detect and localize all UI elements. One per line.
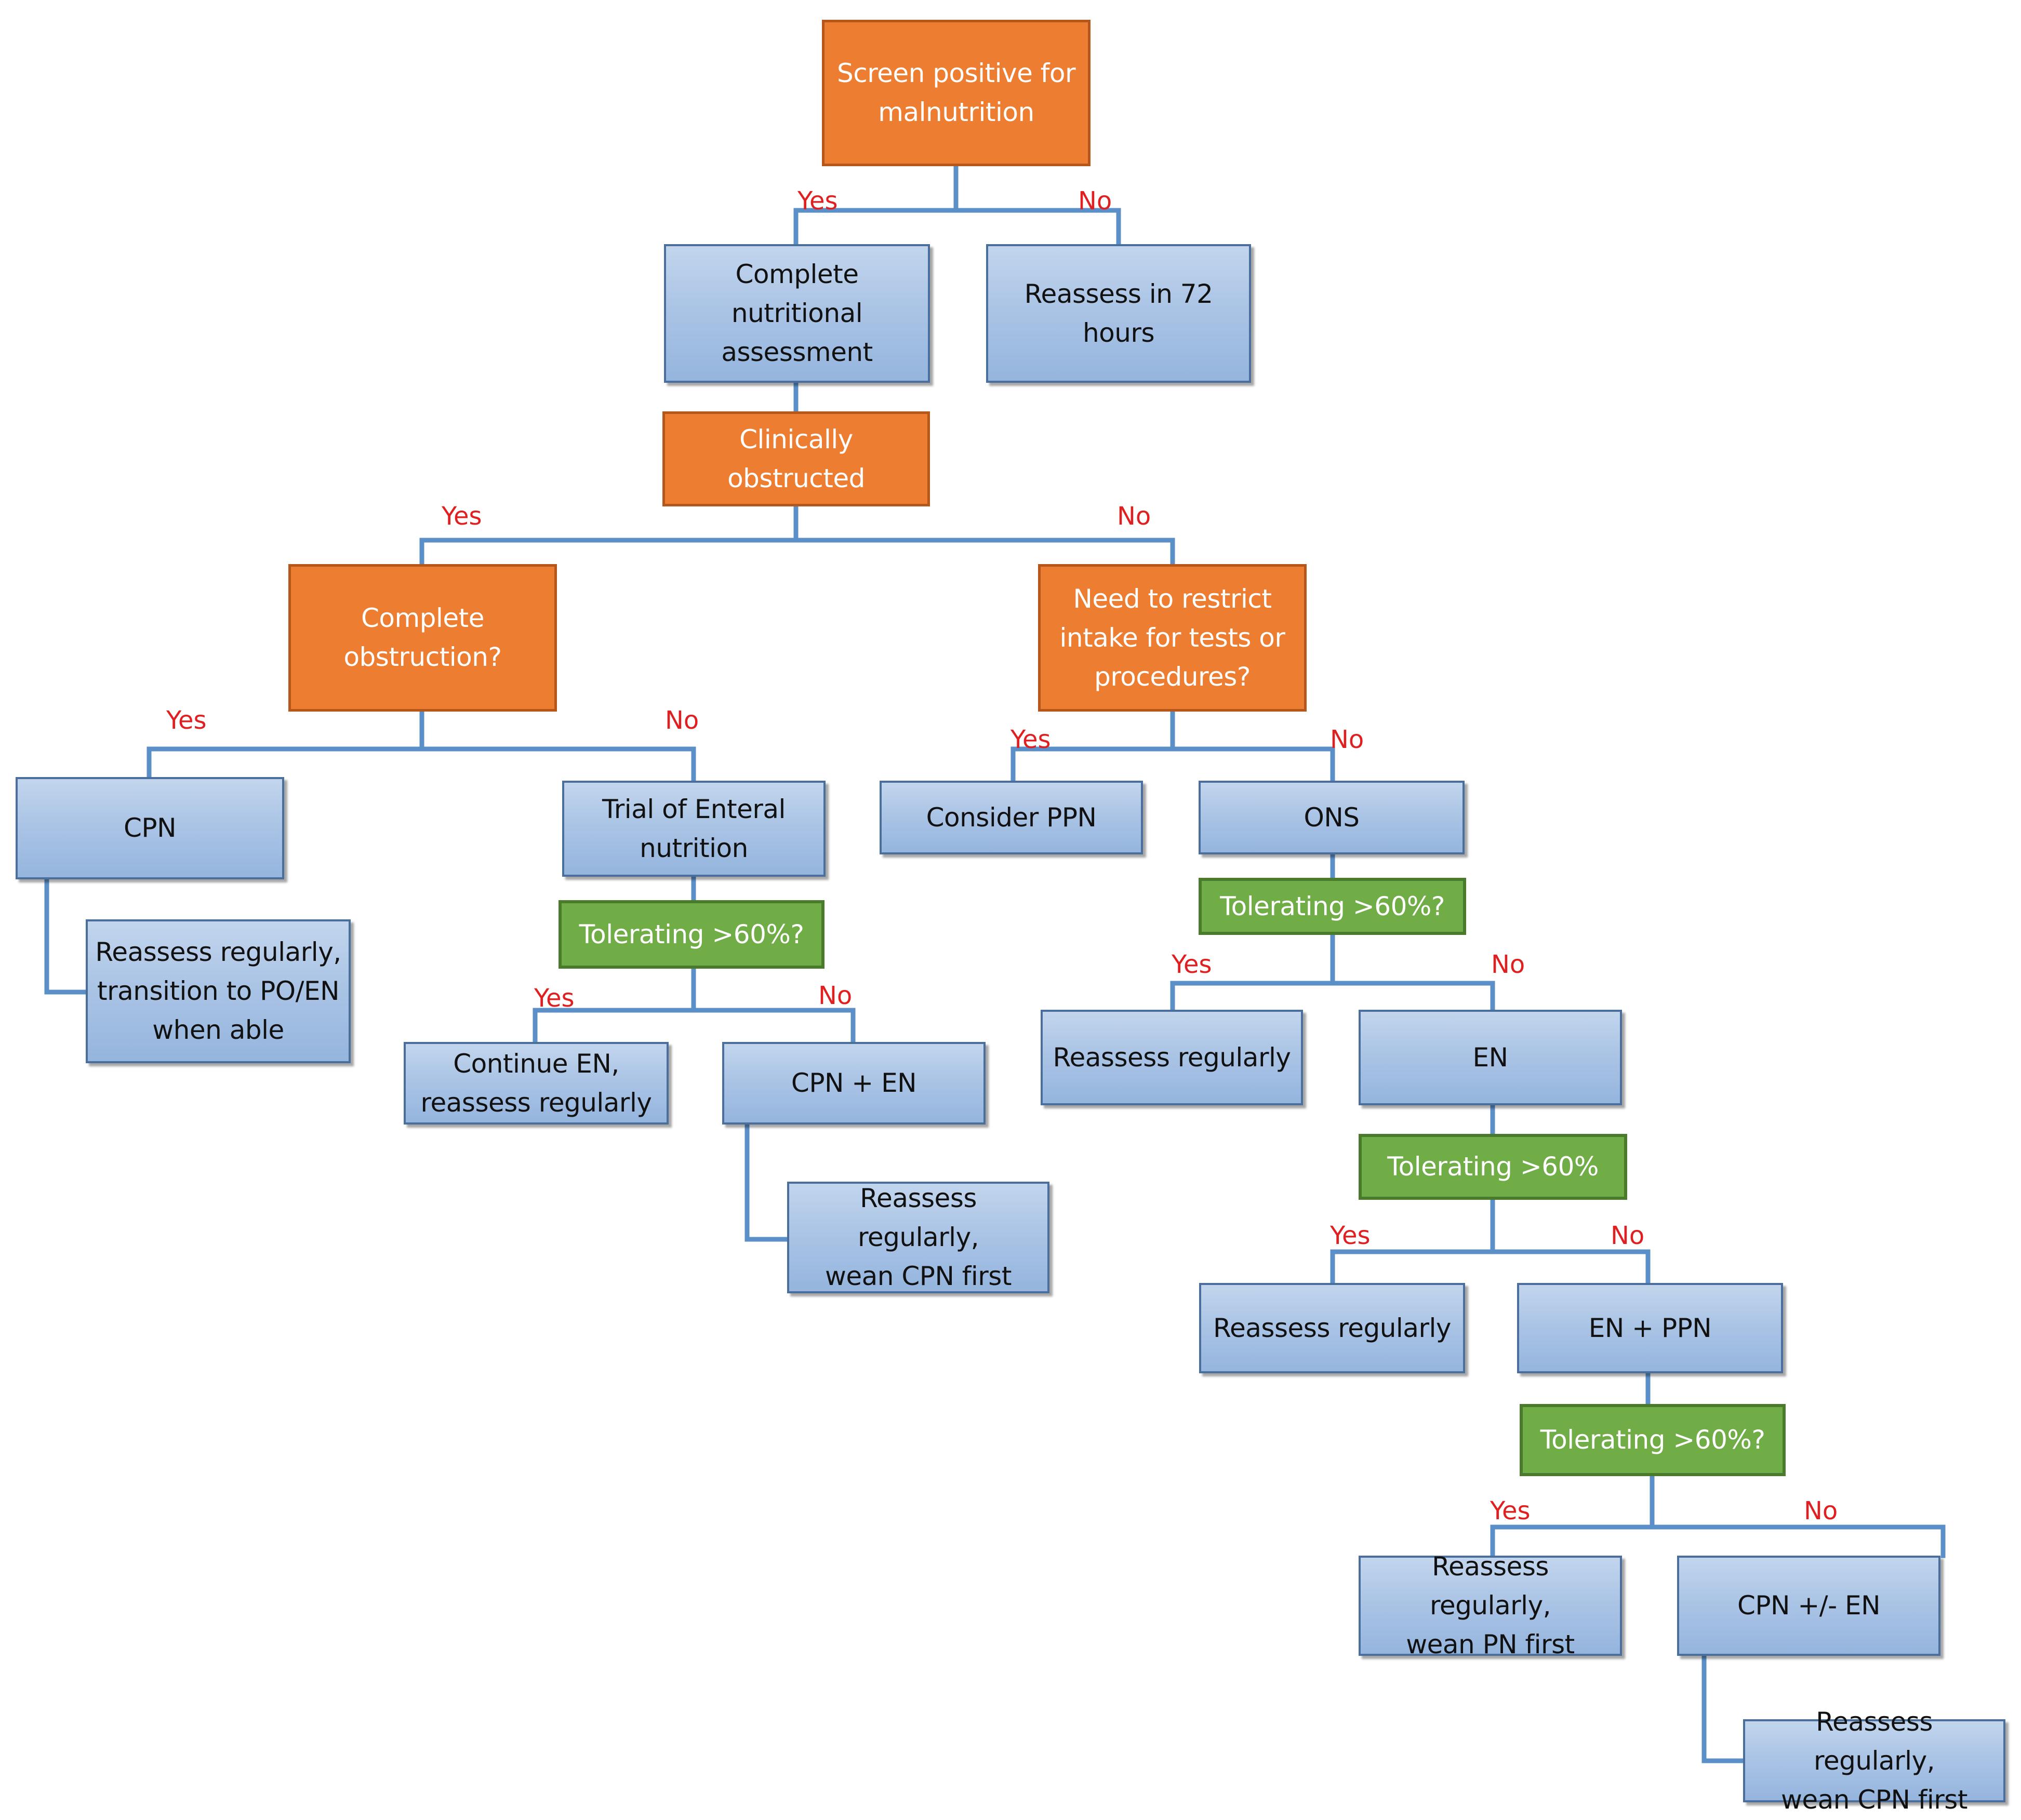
clinically-obstructed-node: Clinically obstructed — [662, 411, 930, 506]
trial-enteral-node: Trial of Enteral nutrition — [562, 781, 826, 877]
reassess-po-en-node: Reassess regularly, transition to PO/EN … — [86, 919, 351, 1063]
edge-label-no: No — [1491, 950, 1525, 979]
reassess-72-node: Reassess in 72 hours — [986, 244, 1251, 383]
edge-label-no: No — [818, 981, 853, 1010]
connector — [533, 1008, 856, 1045]
edge-label-yes: Yes — [1011, 725, 1051, 754]
edge-label-yes: Yes — [1490, 1496, 1531, 1525]
edge-label-no: No — [1330, 725, 1364, 754]
reassess-regularly-node-1: Reassess regularly — [1041, 1010, 1303, 1105]
complete-assessment-node: Complete nutritional assessment — [664, 244, 930, 383]
en-ppn-node: EN + PPN — [1517, 1283, 1783, 1373]
tolerating-check-1: Tolerating >60%? — [559, 900, 825, 969]
connector — [744, 1122, 790, 1242]
tolerating-check-4: Tolerating >60%? — [1520, 1404, 1786, 1476]
reassess-wean-pn-node: Reassess regularly, wean PN first — [1359, 1551, 1622, 1660]
screen-positive-node: Screen positive for malnutrition — [822, 20, 1091, 166]
complete-obstruction-node: Complete obstruction? — [288, 564, 557, 712]
edge-label-no: No — [1804, 1496, 1838, 1525]
edge-label-yes: Yes — [534, 984, 575, 1013]
connector — [1330, 1249, 1651, 1286]
edge-label-no: No — [665, 706, 699, 735]
connector — [793, 208, 1121, 247]
cpn-en-node: CPN + EN — [722, 1042, 986, 1125]
en-node: EN — [1359, 1010, 1622, 1105]
consider-ppn-node: Consider PPN — [880, 781, 1143, 854]
connector — [1011, 746, 1335, 783]
edge-label-yes: Yes — [797, 186, 838, 216]
connector — [147, 746, 696, 783]
tolerating-check-2: Tolerating >60%? — [1199, 878, 1466, 935]
need-restrict-node: Need to restrict intake for tests or pro… — [1038, 564, 1307, 712]
reassess-regularly-node-2: Reassess regularly — [1199, 1283, 1465, 1373]
edge-label-no: No — [1611, 1221, 1645, 1250]
connector — [419, 538, 1175, 567]
tolerating-check-3: Tolerating >60% — [1359, 1134, 1627, 1200]
reassess-wean-cpn-node-2: Reassess regularly, wean CPN first — [1743, 1707, 2005, 1815]
edge-label-yes: Yes — [1172, 950, 1212, 979]
connector — [1170, 981, 1495, 1012]
edge-label-no: No — [1078, 186, 1112, 216]
connector — [44, 877, 88, 995]
ons-node: ONS — [1199, 781, 1465, 854]
cpn-pm-en-node: CPN +/- EN — [1677, 1556, 1940, 1656]
connector — [1701, 1653, 1746, 1763]
reassess-wean-cpn-node-1: Reassess regularly, wean CPN first — [787, 1182, 1049, 1293]
continue-en-node: Continue EN, reassess regularly — [404, 1042, 669, 1125]
connector — [1490, 1524, 1946, 1558]
cpn-node: CPN — [16, 777, 284, 879]
edge-label-yes: Yes — [166, 706, 207, 735]
edge-label-yes: Yes — [1330, 1221, 1371, 1250]
edge-label-no: No — [1117, 502, 1151, 531]
edge-label-yes: Yes — [442, 502, 482, 531]
